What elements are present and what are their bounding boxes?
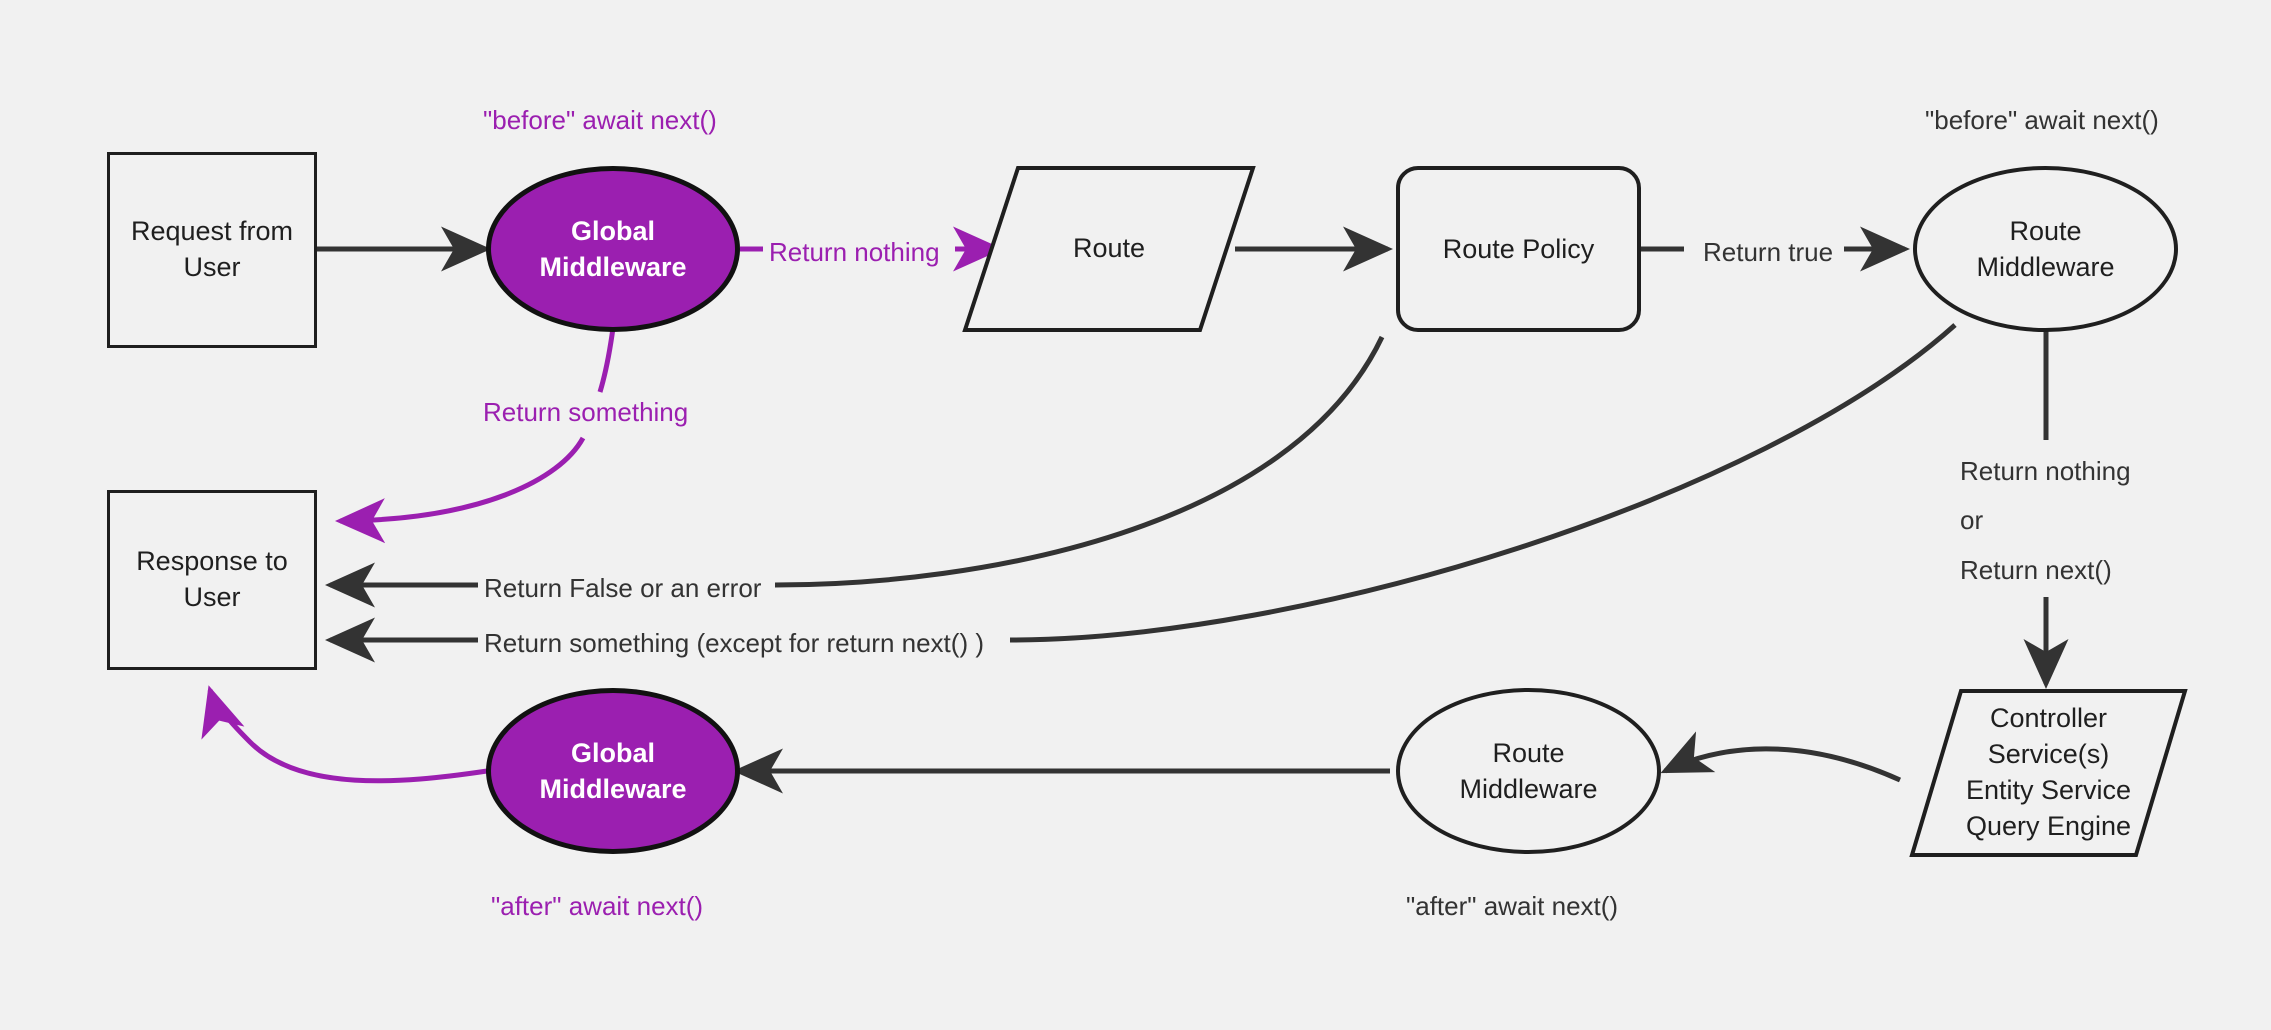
node-global-middleware-before[interactable]: Global Middleware bbox=[486, 166, 740, 332]
edge-global-return-something-stem bbox=[597, 327, 616, 393]
route-middleware-before-line1: Route bbox=[2009, 215, 2082, 246]
node-controller-services[interactable]: Controller Service(s) Entity Service Que… bbox=[1912, 691, 2185, 855]
node-route-middleware-after[interactable]: Route Middleware bbox=[1396, 688, 1661, 854]
route-middleware-before-line2: Middleware bbox=[1976, 252, 2115, 282]
edge-controller-to-routemw-after bbox=[1660, 731, 1902, 783]
return-nothing-or-next-line2: or bbox=[1960, 505, 1984, 536]
note-after-global-middleware: "after" await next() bbox=[491, 891, 704, 921]
global-middleware-after-line1: Global bbox=[570, 737, 655, 768]
request-from-user-line2: User bbox=[183, 252, 241, 282]
node-route[interactable]: Route bbox=[965, 168, 1253, 330]
node-response-to-user[interactable]: Response to User bbox=[107, 490, 317, 670]
edge-label-return-something: Return something bbox=[477, 395, 695, 431]
note-after-route-middleware: "after" await next() bbox=[1406, 891, 1619, 921]
note-before-global-middleware: "before" await next() bbox=[483, 105, 717, 135]
route-parallelogram-shape bbox=[962, 166, 1256, 332]
request-from-user-line1: Request from bbox=[130, 216, 294, 247]
edge-label-return-nothing-or-next: Return nothing or Return next() bbox=[1952, 445, 2139, 598]
global-middleware-before-line2: Middleware bbox=[539, 252, 687, 282]
note-before-route-middleware: "before" await next() bbox=[1925, 105, 2159, 135]
route-label: Route bbox=[1072, 233, 1146, 264]
return-nothing-or-next-line1: Return nothing bbox=[1960, 456, 2131, 486]
edge-label-return-true: Return true bbox=[1697, 235, 1840, 271]
edge-label-return-false-or-error: Return False or an error bbox=[478, 571, 768, 607]
edge-global-return-something-curve bbox=[335, 436, 586, 544]
controller-line3: Entity Service bbox=[1965, 775, 2132, 805]
edge-label-return-nothing: Return nothing bbox=[763, 235, 946, 271]
node-global-middleware-after[interactable]: Global Middleware bbox=[486, 688, 740, 854]
node-route-policy[interactable]: Route Policy bbox=[1396, 166, 1641, 332]
response-to-user-line1: Response to bbox=[136, 546, 288, 577]
route-policy-label: Route Policy bbox=[1442, 233, 1595, 264]
global-middleware-after-line2: Middleware bbox=[539, 774, 687, 804]
controller-parallelogram-shape bbox=[1909, 689, 2188, 857]
edge-label-return-something-except: Return something (except for return next… bbox=[478, 626, 990, 662]
edge-global-after-to-response bbox=[201, 685, 488, 784]
route-middleware-after-line1: Route bbox=[1492, 737, 1565, 768]
response-to-user-line2: User bbox=[183, 582, 241, 612]
controller-line1: Controller bbox=[1989, 703, 2108, 734]
edge-policy-return-false bbox=[774, 335, 1385, 588]
node-route-middleware-before[interactable]: Route Middleware bbox=[1913, 166, 2178, 332]
global-middleware-before-line1: Global bbox=[570, 215, 655, 246]
return-nothing-or-next-line3: Return next() bbox=[1960, 554, 2112, 585]
controller-line2: Service(s) bbox=[1987, 739, 2110, 770]
route-middleware-after-line2: Middleware bbox=[1459, 774, 1598, 804]
edge-routemw-return-something bbox=[1009, 323, 1957, 643]
node-request-from-user[interactable]: Request from User bbox=[107, 152, 317, 348]
controller-line4: Query Engine bbox=[1965, 810, 2132, 841]
